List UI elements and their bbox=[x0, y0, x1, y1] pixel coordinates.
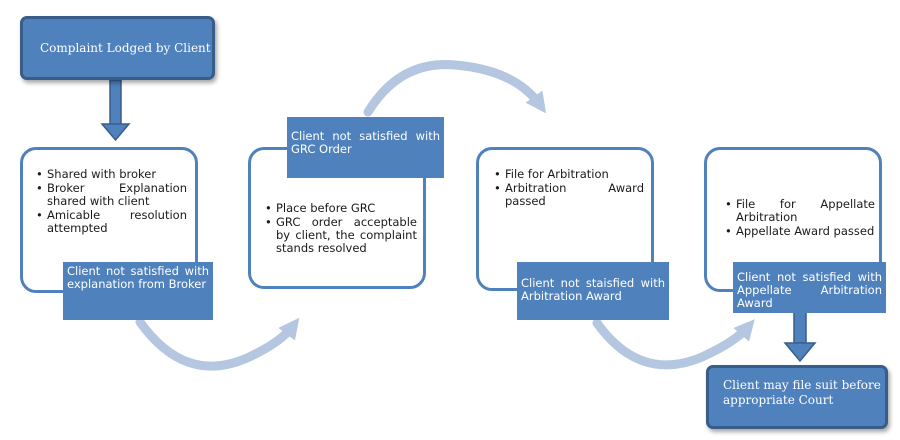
stage-3-bullets: File for Arbitration Arbitration Award p… bbox=[492, 168, 644, 209]
stage-1-bullet: Broker Explanation shared with client bbox=[36, 182, 187, 208]
stage-4-bullets: File for Appellate Arbitration Appellate… bbox=[723, 198, 875, 239]
curved-arrow-2-to-3 bbox=[363, 60, 547, 117]
curved-arrow-1-to-2 bbox=[135, 317, 300, 371]
stage-3-bullet: File for Arbitration bbox=[494, 168, 644, 182]
stage-1-bullets: Shared with broker Broker Explanation sh… bbox=[34, 168, 187, 236]
stage-2-bullet: GRC order acceptable by client, the comp… bbox=[265, 216, 417, 255]
stage-4-outcome: Client not satisfied with Appellate Arbi… bbox=[733, 262, 886, 313]
end-box: Client may file suit before appropriate … bbox=[706, 365, 888, 429]
down-arrow-end bbox=[783, 311, 817, 363]
stage-2-outcome: Client not satisfied with GRC Order bbox=[287, 117, 444, 178]
end-box-label: Client may file suit before appropriate … bbox=[723, 378, 881, 407]
stage-3-bullet: Arbitration Award passed bbox=[494, 182, 644, 208]
stage-2-bullets: Place before GRC GRC order acceptable by… bbox=[263, 202, 417, 256]
stage-4-bullet: Appellate Award passed bbox=[725, 225, 875, 239]
stage-2-bullet: Place before GRC bbox=[265, 202, 417, 216]
start-box-label: Complaint Lodged by Client bbox=[40, 41, 211, 55]
curved-arrow-3-to-4 bbox=[592, 318, 755, 370]
down-arrow-start bbox=[100, 79, 131, 142]
stage-1-bullet: Amicable resolution attempted bbox=[36, 209, 187, 235]
start-box: Complaint Lodged by Client bbox=[20, 16, 215, 80]
stage-1-bullet: Shared with broker bbox=[36, 168, 187, 182]
stage-3-outcome: Client not staisfied with Arbitration Aw… bbox=[517, 262, 669, 320]
stage-4-bullet: File for Appellate Arbitration bbox=[725, 198, 875, 224]
stage-1-outcome: Client not satisfied with explanation fr… bbox=[63, 262, 213, 320]
